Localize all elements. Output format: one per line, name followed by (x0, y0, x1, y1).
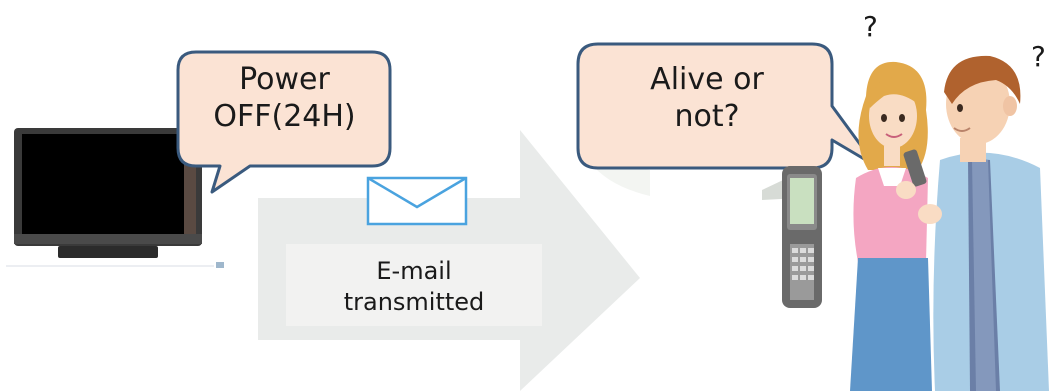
question-mark: ? (863, 10, 878, 43)
email-caption-line-2: transmitted (343, 288, 485, 317)
background-arc (590, 162, 650, 196)
alive-bubble-text: Alive or not? (582, 62, 832, 135)
question-mark: ? (1031, 40, 1046, 73)
envelope-icon (366, 176, 468, 226)
tv-speech-bubble (176, 50, 392, 194)
man-illustration (933, 55, 1049, 391)
alive-bubble-line-1: Alive or (650, 62, 764, 97)
tv-bubble-line-1: Power (239, 62, 330, 97)
tv-bubble-text: Power OFF(24H) (182, 62, 387, 135)
email-caption-line-1: E-mail (376, 257, 452, 285)
alive-bubble-line-2: not? (674, 98, 740, 134)
tv-bubble-line-2: OFF(24H) (213, 98, 356, 134)
woman-illustration (850, 61, 942, 391)
email-caption-panel (286, 244, 542, 326)
email-caption: E-mail transmitted (286, 256, 542, 318)
cellphone-icon (762, 166, 822, 308)
